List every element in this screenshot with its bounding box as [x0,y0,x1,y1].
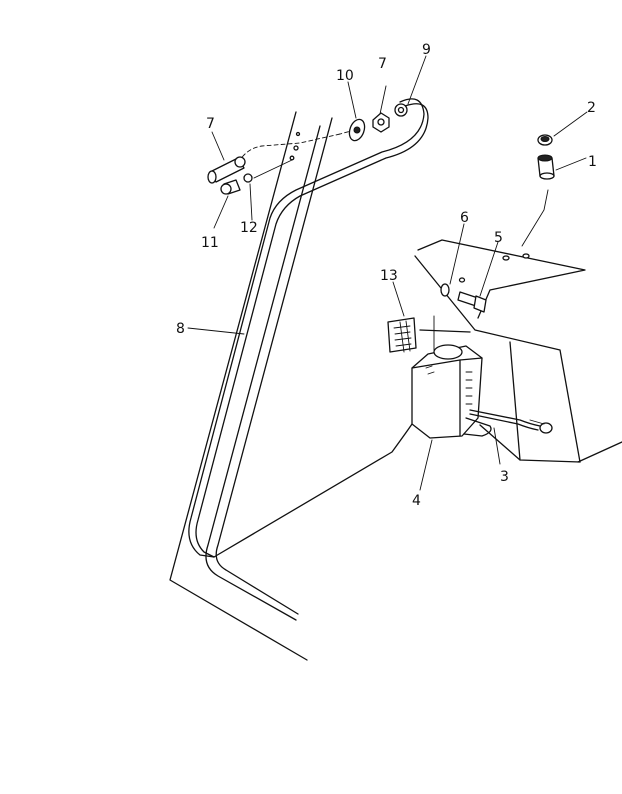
callouts: 1 2 3 4 5 6 7 7 8 9 10 11 12 13 [176,42,597,509]
callout-1: 1 [588,154,597,170]
callout-10: 10 [336,68,354,84]
mounting-screw [440,283,487,313]
callout-9: 9 [422,42,431,58]
washer-tank [411,315,483,439]
callout-3: 3 [500,469,509,485]
callout-5: 5 [494,230,503,246]
callout-4: 4 [412,493,421,509]
tank-cap [433,344,463,360]
leader-lines [187,55,588,491]
callout-11: 11 [201,235,219,251]
washer [243,173,253,183]
switch-assembly [521,134,555,247]
lock-washer [440,283,450,297]
washer-hose [188,98,429,558]
callout-7-right: 7 [378,56,387,72]
callout-7-left: 7 [206,116,215,132]
callout-8: 8 [176,321,185,337]
nozzle-assembly [207,103,408,195]
callout-2: 2 [587,100,596,116]
callout-12: 12 [240,220,258,236]
tank-bracket-harness [463,409,553,437]
callout-6: 6 [460,210,469,226]
caution-label [387,317,417,353]
callout-13: 13 [380,268,398,284]
cab-frame [169,111,333,661]
